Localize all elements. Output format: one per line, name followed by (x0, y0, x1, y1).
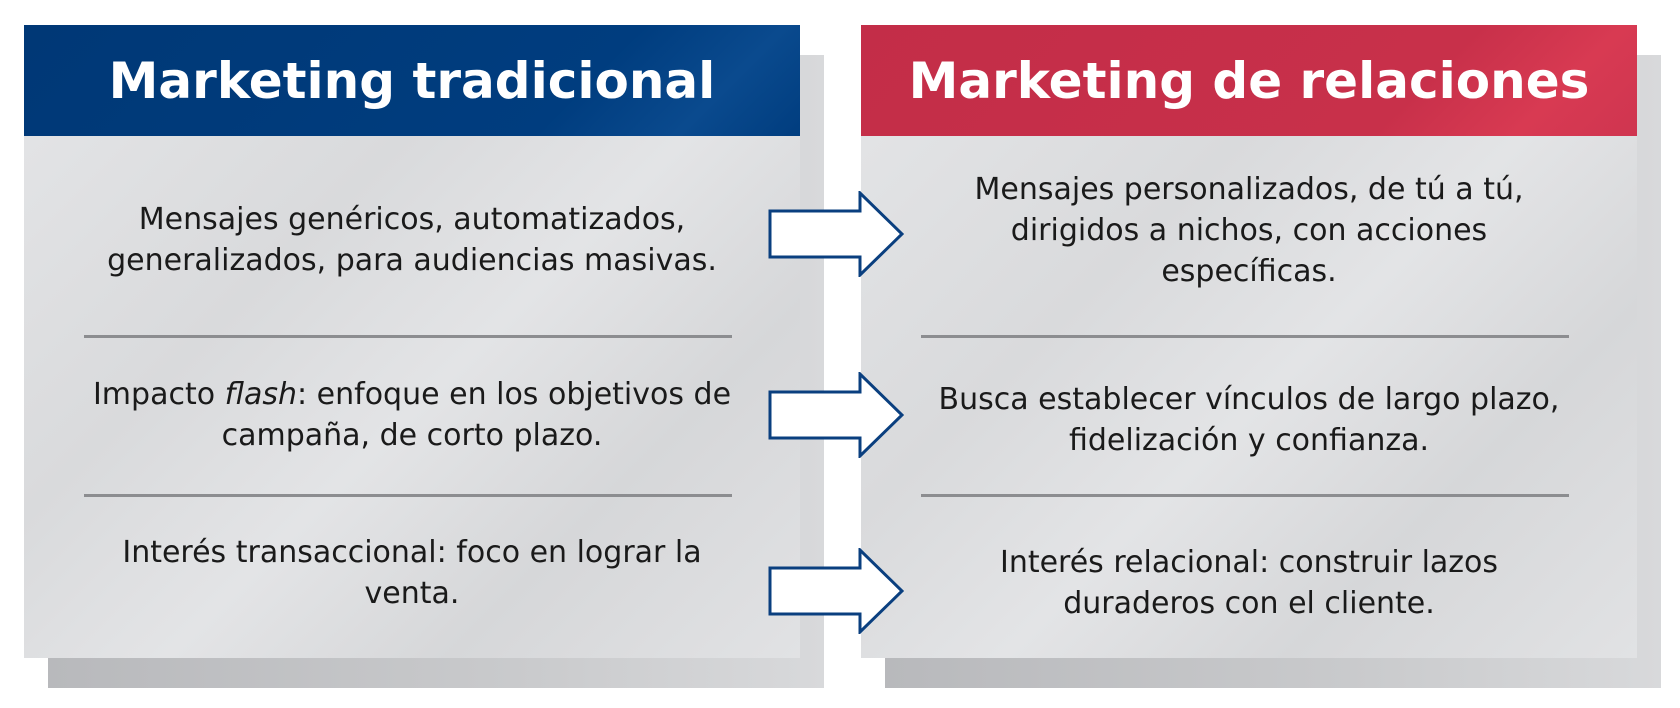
traditional-row-1-text: Mensajes genéricos, automatizados, gener… (107, 202, 717, 278)
traditional-row-2-text: Impacto flash: enfoque en los objetivos … (84, 374, 740, 456)
relationship-marketing-panel: Marketing de relaciones Mensajes persona… (861, 25, 1637, 658)
arrow-right-icon (768, 372, 904, 458)
traditional-row-3-text: Interés transaccional: foco en lograr la… (122, 534, 702, 611)
arrow-1-shape (768, 191, 904, 277)
arrow-right-icon (768, 548, 904, 634)
arrow-2-shape (768, 372, 904, 458)
traditional-row-2-post: : enfoque en los objetivos de campaña, d… (221, 377, 732, 453)
traditional-row-1: Mensajes genéricos, automatizados, gener… (84, 165, 740, 315)
relationship-row-2-text: Busca establecer vínculos de largo plazo… (938, 382, 1560, 458)
arrow-3-shape (768, 548, 904, 634)
traditional-row-2: Impacto flash: enfoque en los objetivos … (84, 355, 740, 475)
traditional-row-2-emphasis: flash (224, 377, 298, 412)
traditional-divider-1 (84, 335, 732, 338)
arrow-right-icon (768, 191, 904, 277)
traditional-marketing-title: Marketing tradicional (24, 25, 800, 136)
relationship-marketing-title: Marketing de relaciones (861, 25, 1637, 136)
traditional-marketing-panel: Marketing tradicional Mensajes genéricos… (24, 25, 800, 658)
traditional-row-2-pre: Impacto (92, 377, 225, 412)
relationship-row-1: Mensajes personalizados, de tú a tú, dir… (921, 155, 1577, 305)
traditional-divider-2 (84, 494, 732, 497)
relationship-row-3: Interés relacional: construir lazos dura… (921, 525, 1577, 640)
relationship-row-1-text: Mensajes personalizados, de tú a tú, dir… (974, 171, 1524, 289)
relationship-divider-2 (921, 494, 1569, 497)
traditional-row-3: Interés transaccional: foco en lograr la… (84, 515, 740, 630)
relationship-row-3-text: Interés relacional: construir lazos dura… (999, 544, 1499, 621)
relationship-row-2: Busca establecer vínculos de largo plazo… (921, 360, 1577, 480)
relationship-divider-1 (921, 335, 1569, 338)
